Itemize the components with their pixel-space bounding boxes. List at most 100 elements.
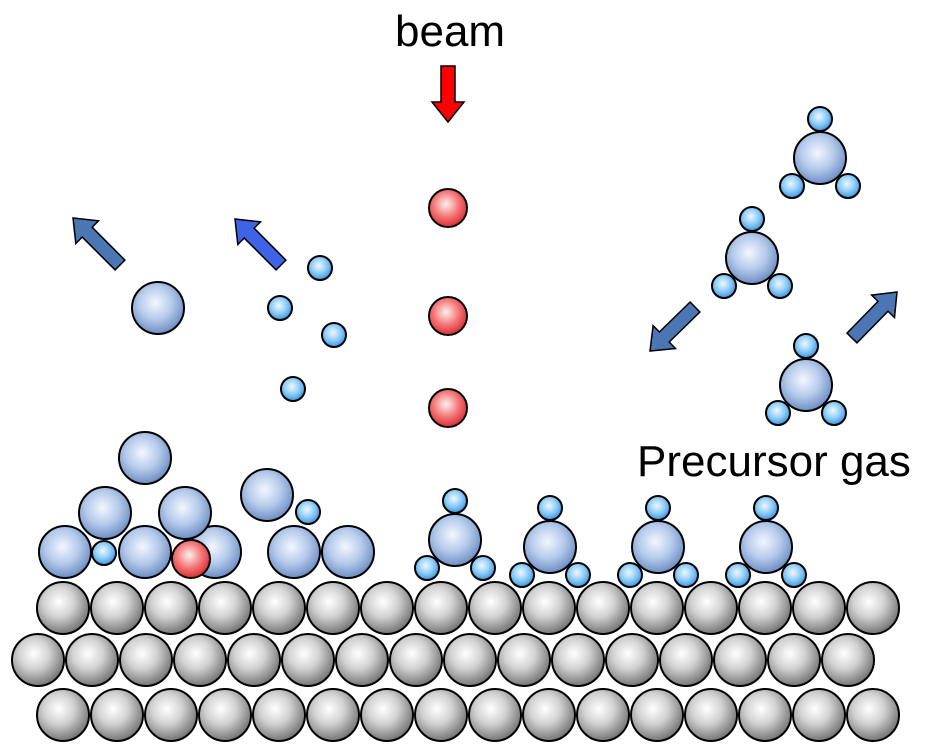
substrate-atom	[659, 633, 713, 687]
substrate-atom	[198, 581, 252, 635]
substrate-atom	[65, 633, 119, 687]
substrate	[11, 581, 900, 742]
substrate-atom	[443, 633, 497, 687]
gas-molecule-ligand	[711, 273, 737, 299]
substrate-atom	[846, 581, 900, 635]
substrate-atom	[11, 633, 65, 687]
substrate-atom	[468, 688, 522, 742]
adsorbed-molecule-ligand	[537, 495, 563, 521]
adsorbed-molecule-ligand	[509, 562, 535, 588]
adsorbed-molecule-ligand	[753, 495, 779, 521]
substrate-atom	[36, 581, 90, 635]
substrate-atom	[173, 633, 227, 687]
substrate-atom	[792, 688, 846, 742]
deposit-atom	[158, 486, 212, 540]
substrate-atom	[522, 688, 576, 742]
deposit-atom	[321, 525, 375, 579]
substrate-atom	[684, 581, 738, 635]
substrate-atom	[335, 633, 389, 687]
beam-particle	[428, 296, 468, 336]
substrate-atom	[252, 688, 306, 742]
beam-label: beam	[395, 7, 506, 56]
substrate-atom	[738, 688, 792, 742]
substrate-atom	[360, 688, 414, 742]
deposit	[38, 431, 375, 579]
substrate-atom	[90, 688, 144, 742]
deposit-atom	[78, 486, 132, 540]
adsorbed-molecule-ligand	[414, 555, 440, 581]
substrate-atom	[389, 633, 443, 687]
desorption-arrow-icon	[72, 217, 126, 271]
adsorbed-molecule-center	[631, 520, 685, 574]
gas-molecule-ligand	[835, 173, 861, 199]
embedded-beam-particle	[171, 539, 211, 579]
substrate-atom	[684, 688, 738, 742]
adsorbed-molecule-ligand	[673, 562, 699, 588]
substrate-atom	[281, 633, 335, 687]
gas-molecule-ligand	[807, 106, 833, 132]
adsorbed-molecule-ligand	[470, 555, 496, 581]
substrate-atom	[767, 633, 821, 687]
deposit-ligand	[295, 499, 321, 525]
gas-molecule-center	[793, 131, 847, 185]
substrate-atom	[576, 688, 630, 742]
released-ligand	[307, 255, 333, 281]
ejection-arrow-icon	[234, 218, 287, 271]
deposit-atom	[240, 468, 294, 522]
substrate-atom	[846, 688, 900, 742]
deposit-atom	[118, 431, 172, 485]
adsorbed-molecule-ligand	[442, 488, 468, 514]
adsorbed-molecule-ligand	[781, 562, 807, 588]
precursor-gas-label: Precursor gas	[637, 437, 911, 486]
gas-molecule-ligand	[779, 173, 805, 199]
released-ligands	[131, 255, 347, 402]
deposit-atom	[38, 525, 92, 579]
gas-molecule-ligand	[821, 400, 847, 426]
substrate-atom	[630, 688, 684, 742]
adsorbed-molecule-ligand	[725, 562, 751, 588]
substrate-atom	[605, 633, 659, 687]
desorption-arrow-icon	[845, 291, 898, 344]
adsorbed-molecule-ligand	[565, 562, 591, 588]
beam-particle	[428, 188, 468, 228]
substrate-atom	[792, 581, 846, 635]
substrate-atom	[252, 581, 306, 635]
desorbed-atom	[131, 281, 185, 335]
substrate-atom	[738, 581, 792, 635]
substrate-atom	[90, 581, 144, 635]
released-ligand	[267, 295, 293, 321]
substrate-atom	[713, 633, 767, 687]
substrate-atom	[306, 581, 360, 635]
substrate-atom	[414, 688, 468, 742]
substrate-atom	[821, 633, 875, 687]
beam-arrow-icon	[430, 65, 466, 124]
substrate-atom	[144, 688, 198, 742]
gas-molecule-ligand	[765, 400, 791, 426]
substrate-atom	[522, 581, 576, 635]
adsorbed-molecule-center	[739, 520, 793, 574]
adsorbed-molecule-ligand	[617, 562, 643, 588]
substrate-atom	[119, 633, 173, 687]
substrate-atom	[630, 581, 684, 635]
gas-molecule-center	[779, 358, 833, 412]
adsorbed-molecule-ligand	[645, 495, 671, 521]
precursor-molecules	[414, 106, 861, 588]
substrate-atom	[468, 581, 522, 635]
deposit-atom	[267, 525, 321, 579]
gas-molecule-center	[725, 231, 779, 285]
substrate-atom	[551, 633, 605, 687]
substrate-atom	[497, 633, 551, 687]
released-ligand	[321, 322, 347, 348]
beam-particle	[428, 388, 468, 428]
adsorbed-molecule-center	[523, 520, 577, 574]
substrate-atom	[198, 688, 252, 742]
arrows	[72, 65, 898, 352]
adsorption-arrow-icon	[649, 300, 701, 352]
released-ligand	[280, 376, 306, 402]
substrate-atom	[414, 581, 468, 635]
substrate-atom	[360, 581, 414, 635]
beam-particles	[428, 188, 468, 428]
substrate-atom	[306, 688, 360, 742]
